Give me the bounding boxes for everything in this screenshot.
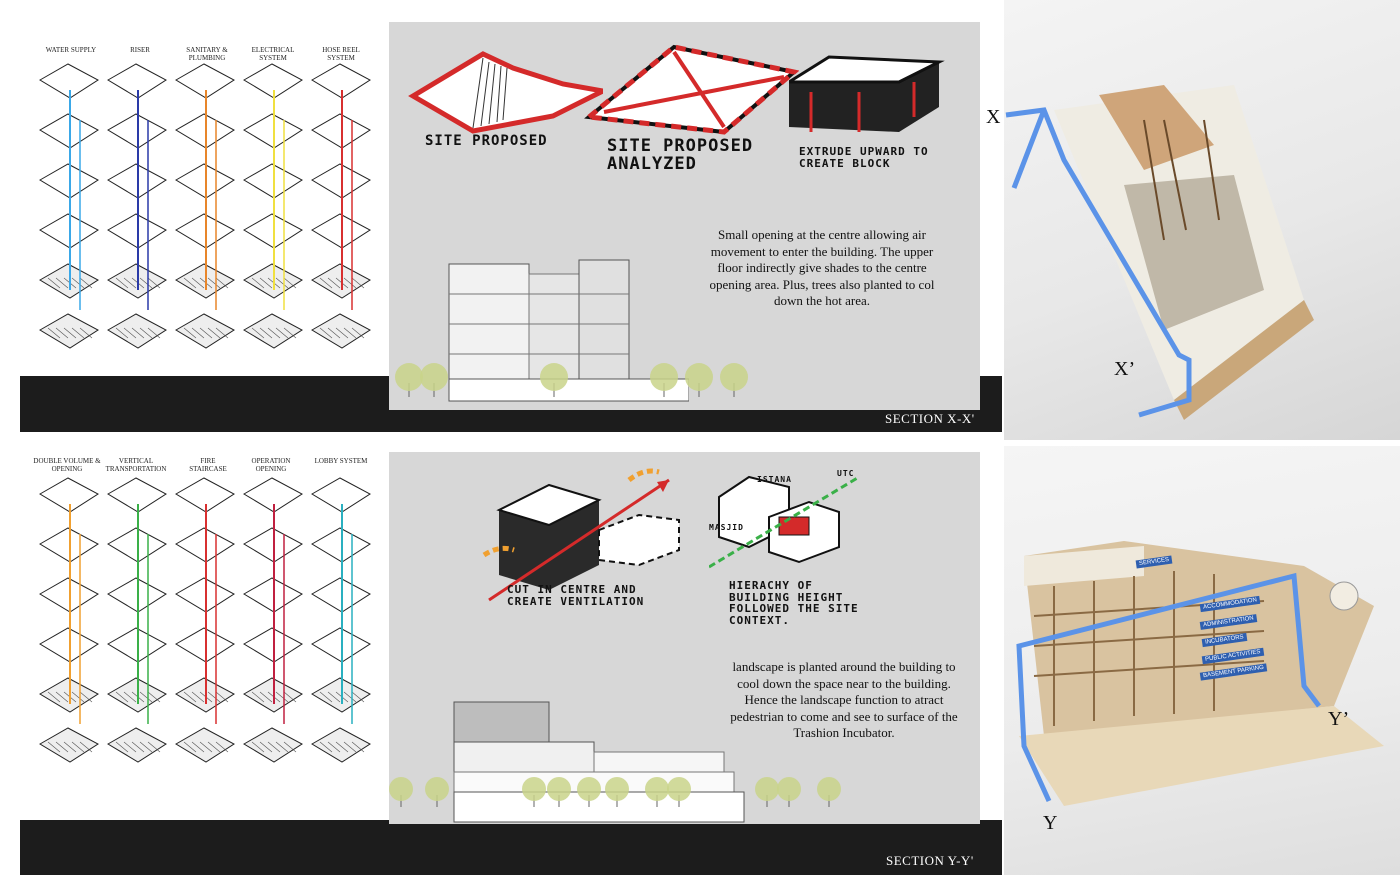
floor-plate bbox=[311, 727, 371, 763]
label-utc: UTC bbox=[837, 469, 855, 478]
site-proposed-sketch bbox=[408, 51, 603, 134]
model-top-svg bbox=[1005, 85, 1314, 420]
model-sign: PUBLIC ACTIVITIES bbox=[1201, 647, 1264, 665]
extrude-caption: EXTRUDE UPWARD TO CREATE BLOCK bbox=[799, 145, 929, 170]
tree bbox=[395, 363, 423, 397]
tree bbox=[577, 777, 601, 807]
section-x-building bbox=[448, 259, 689, 402]
floor-plate bbox=[39, 727, 99, 763]
tree bbox=[777, 777, 801, 807]
tree bbox=[720, 363, 748, 397]
top-note: Small opening at the centre allowing air… bbox=[709, 227, 935, 308]
tree bbox=[817, 777, 841, 807]
hierarchy-caption: HIERACHY OF BUILDING HEIGHT FOLLOWED THE… bbox=[729, 579, 859, 627]
model-label-x: X bbox=[986, 106, 1001, 128]
tree bbox=[650, 363, 678, 397]
bottom-sketch-panel: CUT IN CENTRE AND CREATE VENTILATION IST… bbox=[389, 452, 980, 868]
tree bbox=[685, 363, 713, 397]
model-photo-top: X X’ bbox=[986, 0, 1400, 440]
service-label-fire-staircase: FIRE STAIRCASE bbox=[189, 457, 227, 473]
tree bbox=[605, 777, 629, 807]
tree bbox=[522, 777, 546, 807]
floor-plate bbox=[107, 477, 167, 513]
service-label-water-supply: WATER SUPPLY bbox=[45, 46, 97, 54]
model-sign: BASEMENT PARKING bbox=[1199, 663, 1268, 681]
tree bbox=[667, 777, 691, 807]
bottom-ground-strip bbox=[20, 820, 1002, 875]
floor-plate bbox=[311, 477, 371, 513]
section-x-title: SECTION X-X' bbox=[885, 411, 975, 426]
site-analyzed-sketch bbox=[584, 44, 799, 135]
floor-plate bbox=[39, 313, 99, 349]
floor-plate bbox=[175, 313, 235, 349]
label-masjid: MASJID bbox=[709, 523, 744, 532]
tree bbox=[547, 777, 571, 807]
floor-plate bbox=[39, 477, 99, 513]
site-proposed-caption: SITE PROPOSED bbox=[425, 133, 548, 149]
service-label-vertical-transportation: VERTICAL TRANSPORTATION bbox=[105, 457, 167, 473]
tree bbox=[420, 363, 448, 397]
floor-plate bbox=[107, 63, 167, 99]
floor-plate bbox=[175, 63, 235, 99]
floor-plate bbox=[243, 477, 303, 513]
model-label-y-prime: Y’ bbox=[1328, 708, 1350, 730]
service-label-sanitary: SANITARY & PLUMBING bbox=[186, 46, 228, 62]
model-label-y: Y bbox=[1043, 812, 1058, 834]
label-istana: ISTANA bbox=[757, 475, 792, 484]
floor-plate bbox=[107, 727, 167, 763]
tree bbox=[540, 363, 568, 397]
floor-plate bbox=[39, 63, 99, 99]
service-label-double-volume: DOUBLE VOLUME & OPENING bbox=[33, 457, 101, 473]
service-label-riser: RISER bbox=[130, 46, 150, 54]
model-sign: ACCOMMODATION bbox=[1199, 595, 1261, 613]
tree bbox=[755, 777, 779, 807]
tree bbox=[645, 777, 669, 807]
service-label-hose-reel: HOSE REEL SYSTEM bbox=[322, 46, 360, 62]
bottom-note: landscape is planted around the building… bbox=[730, 659, 958, 740]
model-label-x-prime: X’ bbox=[1114, 358, 1136, 380]
cut-centre-sketch bbox=[482, 468, 680, 602]
floor-plate bbox=[243, 313, 303, 349]
service-label-operation-opening: OPERATION OPENING bbox=[251, 457, 291, 473]
floor-plate bbox=[243, 727, 303, 763]
model-sign: ADMINISTRATION bbox=[1199, 614, 1258, 630]
cut-centre-caption: CUT IN CENTRE AND CREATE VENTILATION bbox=[507, 583, 645, 608]
section-y-trees bbox=[389, 777, 841, 807]
model-bottom-svg bbox=[1016, 541, 1384, 806]
floor-plate bbox=[311, 63, 371, 99]
model-sign: SERVICES bbox=[1135, 555, 1173, 569]
floor-plate bbox=[107, 313, 167, 349]
model-sign: INCUBATORS bbox=[1201, 632, 1248, 648]
section-y-title: SECTION Y-Y' bbox=[886, 853, 974, 868]
hierarchy-sketch bbox=[709, 475, 860, 569]
tree bbox=[389, 777, 413, 807]
top-sketch-panel: SITE PROPOSED SITE PROPOSED ANALYZED EXT… bbox=[389, 22, 980, 426]
floor-plate bbox=[175, 727, 235, 763]
floor-plate bbox=[243, 63, 303, 99]
service-label-lobby: LOBBY SYSTEM bbox=[314, 457, 368, 465]
top-exploded-svg bbox=[39, 63, 371, 349]
service-label-electrical: ELECTRICAL SYSTEM bbox=[251, 46, 295, 62]
floor-plate bbox=[175, 477, 235, 513]
extrude-block-sketch bbox=[789, 55, 945, 132]
floor-plate bbox=[311, 313, 371, 349]
tree bbox=[425, 777, 449, 807]
section-x-trees bbox=[395, 363, 748, 397]
bottom-exploded-svg bbox=[39, 477, 371, 763]
site-analyzed-caption: SITE PROPOSED ANALYZED bbox=[607, 136, 754, 174]
